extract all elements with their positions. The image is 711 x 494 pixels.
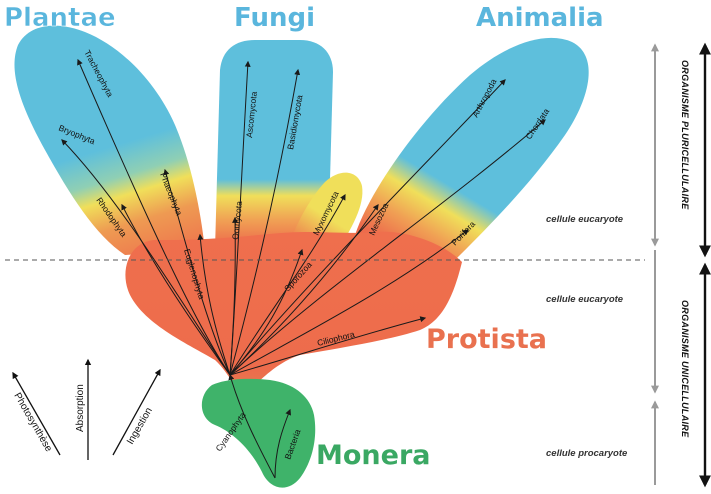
protista-body: [125, 231, 463, 395]
ingestion-arrow: [112, 368, 161, 456]
label-pluricellulaire: ORGANISME PLURICELLULAIRE: [680, 60, 690, 210]
label-cell-upper: cellule eucaryote: [546, 214, 624, 225]
fungi-lobe: [215, 40, 333, 250]
label-cell-lower: cellule procaryote: [546, 448, 628, 459]
label-ascomycota: Ascomycota: [244, 91, 259, 138]
label-photosynthese: Photosynthèse: [11, 391, 54, 454]
protista-title: Protista: [426, 324, 547, 355]
label-cell-middle: cellule eucaryote: [546, 294, 624, 305]
photosynthese-arrow: [12, 371, 61, 456]
nutrition-arrows: Photosynthèse Absorption Ingestion: [11, 358, 161, 460]
label-oomycota: Oomycota: [230, 200, 244, 240]
animalia-lobe: [355, 37, 589, 260]
plantae-title: Plantae: [4, 3, 116, 33]
branches: [61, 58, 546, 479]
monera-body: [201, 378, 316, 488]
label-unicellulaire: ORGANISME UNICELLULAIRE: [680, 300, 690, 438]
label-absorption: Absorption: [75, 384, 86, 432]
animalia-title: Animalia: [476, 3, 604, 33]
plantae-lobe: [14, 25, 206, 255]
monera-title: Monera: [316, 440, 431, 471]
fungi-title: Fungi: [234, 3, 315, 33]
